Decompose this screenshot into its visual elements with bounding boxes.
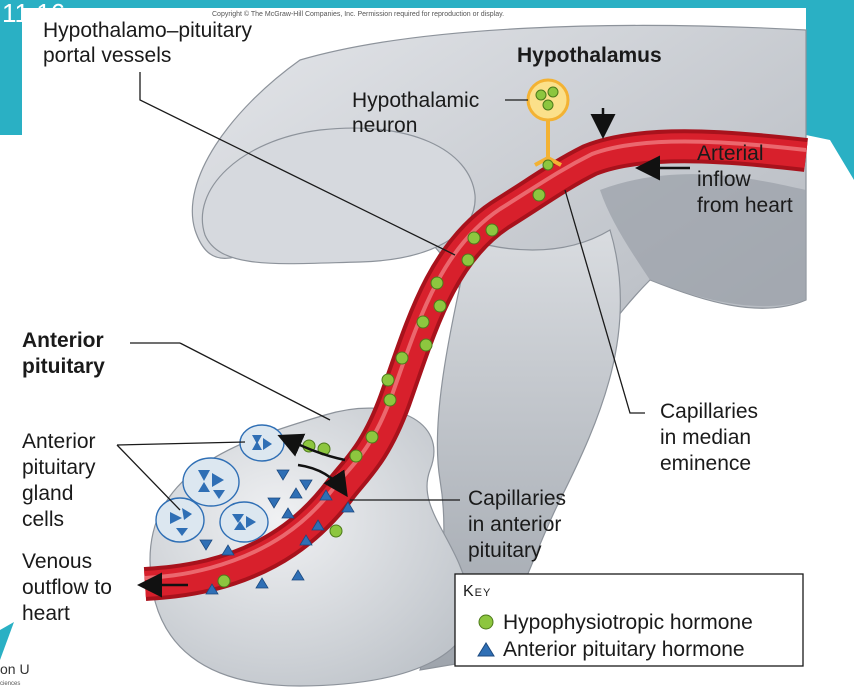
copyright-notice: Copyright © The McGraw-Hill Companies, I… [212, 10, 504, 18]
label-venous-outflow-line1: Venous [22, 550, 92, 573]
leader-lines [116, 72, 645, 511]
label-hypothalamus: Hypothalamus [517, 44, 662, 67]
label-portal-vessels-line1: Hypothalamo–pituitary [43, 19, 252, 42]
label-capillaries-anterior-line3: pituitary [468, 539, 542, 562]
label-gland-cells-line4: cells [22, 508, 64, 531]
label-gland-cells-line1: Anterior [22, 430, 96, 453]
uptake-arrow-icon [297, 463, 348, 498]
label-arterial-inflow-line1: Arterial [697, 142, 764, 165]
gland-cell-3 [155, 497, 205, 543]
gland-cells [155, 424, 285, 543]
key-box: Key Hypophysiotropic hormone Anterior pi… [454, 573, 804, 667]
gland-cell-2 [182, 457, 240, 507]
pituitary-hormone-triangles [199, 469, 355, 595]
key-item-hypophysiotropic: Hypophysiotropic hormone [503, 611, 753, 634]
label-hypothalamic-neuron-line1: Hypothalamic [352, 89, 479, 112]
label-arterial-inflow-line2: inflow [697, 168, 752, 191]
label-venous-outflow-line2: outflow to [22, 576, 112, 599]
gland-cell-4 [219, 501, 269, 543]
hypothalamus-fold [201, 127, 476, 265]
footer-fragment: on U [0, 661, 30, 677]
label-anterior-pituitary-line1: Anterior [22, 329, 104, 352]
label-capillaries-median-line1: Capillaries [660, 400, 758, 423]
teal-banner-top [0, 0, 854, 8]
teal-banner-right [806, 0, 854, 135]
key-item-anterior-pituitary: Anterior pituitary hormone [503, 638, 745, 661]
key-title: Key [463, 583, 491, 600]
label-hypothalamic-neuron-line2: neuron [352, 114, 417, 137]
release-arrow-icon [277, 433, 346, 462]
hypothalamus-shadow [600, 174, 806, 307]
portal-vessel-inner [144, 133, 808, 597]
label-venous-outflow-line3: heart [22, 602, 70, 625]
label-anterior-pituitary-line2: pituitary [22, 355, 105, 378]
label-portal-vessels-line2: portal vessels [43, 44, 171, 67]
teal-corner-left [0, 622, 14, 660]
slide-number: 11.16 [2, 0, 65, 28]
teal-banner-left [0, 0, 22, 135]
label-gland-cells-line2: pituitary [22, 456, 96, 479]
hypothalamic-neuron [526, 78, 570, 171]
gland-cell-1 [239, 424, 285, 462]
label-gland-cells-line3: gland [22, 482, 73, 505]
footer-small: ciences [0, 681, 20, 687]
teal-corner-right [806, 135, 854, 180]
key-blue-triangle-icon [477, 642, 495, 657]
hypophysiotropic-hormone-dots [217, 188, 546, 588]
label-capillaries-anterior-line2: in anterior [468, 513, 561, 536]
portal-vessel-highlight [144, 139, 807, 580]
label-capillaries-median-line2: in median [660, 426, 751, 449]
label-capillaries-anterior-line1: Capillaries [468, 487, 566, 510]
key-green-circle-icon [478, 614, 494, 630]
label-capillaries-median-line3: eminence [660, 452, 751, 475]
label-arterial-inflow-line3: from heart [697, 194, 793, 217]
